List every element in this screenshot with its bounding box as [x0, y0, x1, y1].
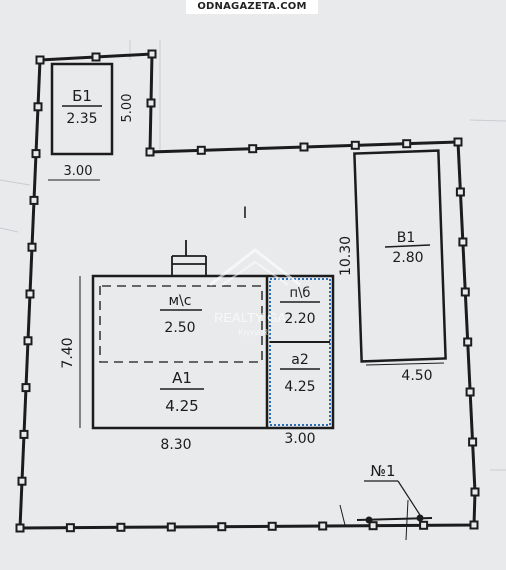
- building-b1-value: 2.35: [66, 111, 97, 127]
- fence-post: [33, 102, 43, 112]
- main-house-outline: [91, 274, 335, 430]
- yard-label: I: [243, 203, 248, 222]
- property-fence: [15, 49, 480, 533]
- main-house: м\с 2.50 А1 4.25 п\б 2.20 а2 4.25 7.40 8…: [60, 240, 335, 453]
- fence-post: [196, 145, 206, 155]
- fence-post: [458, 237, 468, 247]
- fence-post: [248, 144, 258, 154]
- fence-post: [116, 522, 126, 532]
- fence-post: [29, 195, 39, 205]
- building-a1-name: А1: [172, 369, 192, 387]
- annex-a2-width: 3.00: [284, 431, 315, 447]
- survey-marker-no1: №1: [339, 462, 433, 541]
- fence-post: [23, 336, 33, 346]
- watermark-brand: REALTY GA: [214, 310, 286, 325]
- building-v1-outline: [353, 149, 447, 363]
- building-b1-width: 3.00: [64, 164, 93, 179]
- fence-post: [463, 337, 473, 347]
- fence-posts: [15, 49, 480, 533]
- fence-post: [19, 429, 29, 439]
- fence-post: [15, 523, 25, 533]
- building-b1-name: Б1: [72, 87, 92, 105]
- fence-post: [166, 522, 176, 532]
- building-v1-depth: 10.30: [338, 236, 354, 276]
- fence-post: [419, 520, 429, 530]
- fence-post: [402, 139, 412, 149]
- fence-post: [91, 52, 101, 62]
- fence-post: [453, 137, 463, 147]
- site-banner: ODNAGAZETA.COM: [186, 0, 318, 14]
- survey-marker-label: №1: [370, 462, 395, 480]
- annex-a2-outline: [269, 278, 331, 426]
- building-b1-depth: 5.00: [120, 94, 135, 123]
- fence-post: [455, 187, 465, 197]
- fence-post: [17, 476, 27, 486]
- watermark-city: Kryvyi Ri: [238, 328, 270, 337]
- room-ms-value: 2.50: [164, 320, 195, 336]
- building-v1-name: В1: [397, 230, 416, 246]
- fence-post: [299, 142, 309, 152]
- building-v1-width: 4.50: [401, 368, 432, 384]
- fence-post: [145, 147, 155, 157]
- fence-post: [31, 149, 41, 159]
- fence-post: [318, 521, 328, 531]
- fence-post: [35, 55, 45, 65]
- building-a1-depth: 7.40: [60, 337, 76, 368]
- fence-post: [25, 289, 35, 299]
- building-a1-width: 8.30: [160, 437, 191, 453]
- fence-post: [21, 383, 31, 393]
- building-v1: В1 2.80 10.30 4.50: [338, 149, 447, 384]
- fence-post: [350, 140, 360, 150]
- room-ms-name: м\с: [169, 293, 192, 309]
- building-a1-value: 4.25: [165, 397, 198, 415]
- fence-post: [147, 49, 157, 59]
- fence-post: [65, 523, 75, 533]
- fence-post: [217, 522, 227, 532]
- fence-post: [27, 242, 37, 252]
- annex-a2-value: 4.25: [284, 379, 315, 395]
- building-v1-value: 2.80: [392, 250, 423, 266]
- entrance-symbol: [171, 240, 207, 275]
- fence-post: [267, 521, 277, 531]
- room-ms-partition: [99, 285, 263, 363]
- fence-post: [469, 520, 479, 530]
- room-pd-value: 2.20: [284, 311, 315, 327]
- fence-post: [368, 521, 378, 531]
- fence-post: [465, 387, 475, 397]
- fence-post: [468, 437, 478, 447]
- fence-post: [460, 287, 470, 297]
- fence-post: [470, 487, 480, 497]
- building-b1-outline: [50, 62, 114, 156]
- fence-post: [146, 98, 156, 108]
- background-grid-lines: [0, 40, 506, 471]
- room-pd-name: п\б: [290, 286, 311, 301]
- realty-watermark: REALTY GA Kryvyi Ri: [209, 248, 301, 337]
- building-b1: Б1 2.35 5.00 3.00: [48, 62, 135, 181]
- annex-a2-name: а2: [291, 352, 309, 368]
